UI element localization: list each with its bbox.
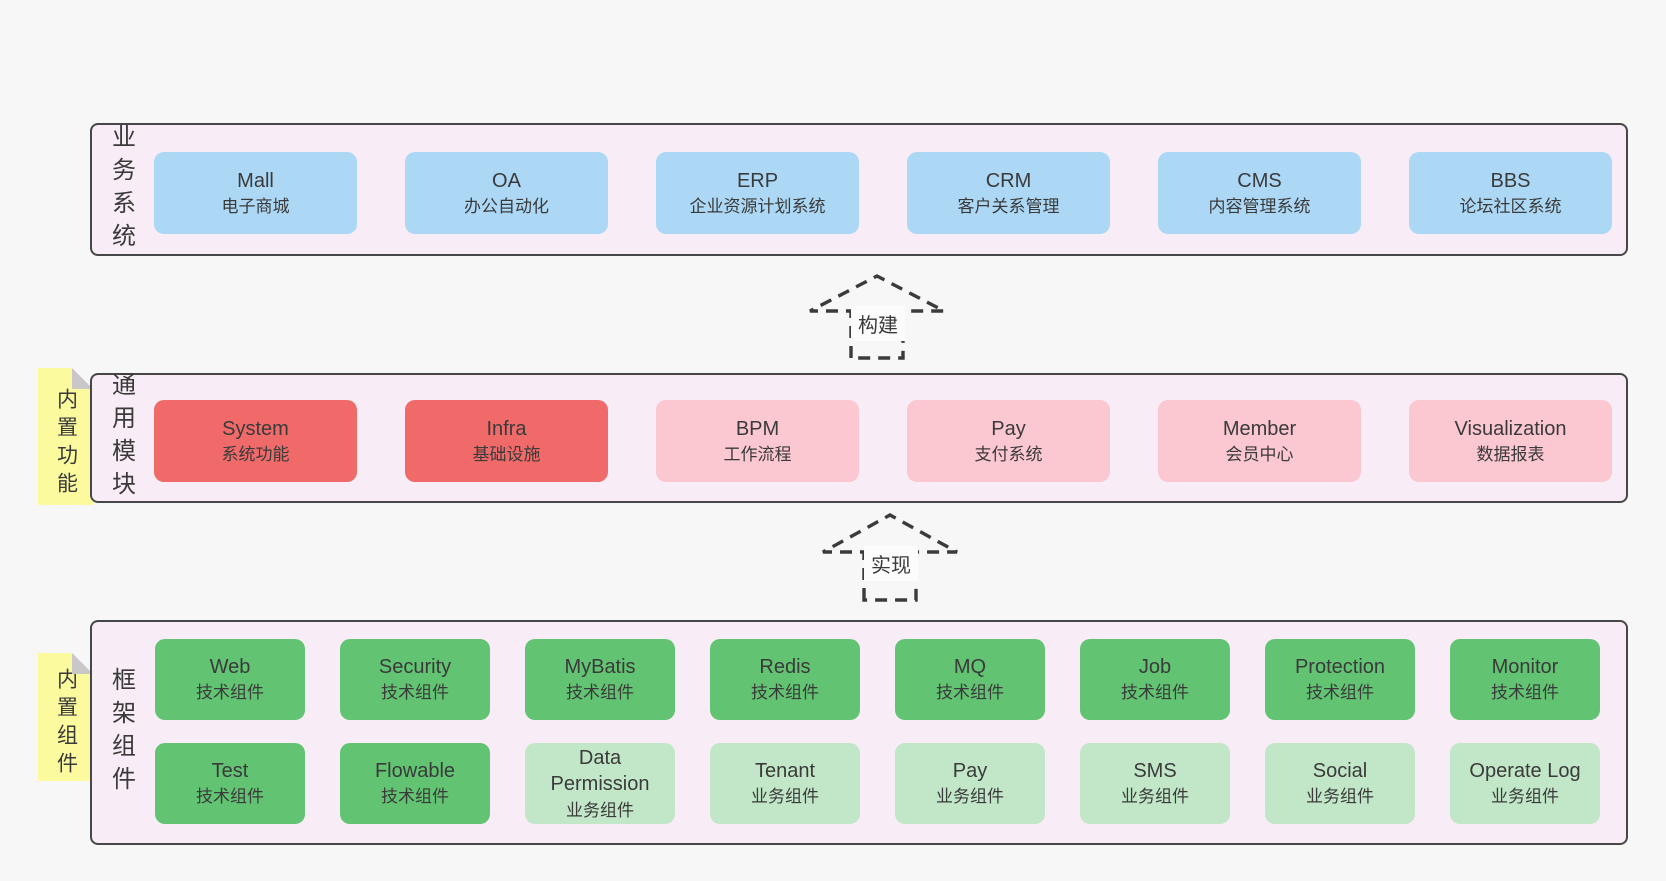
box-data-permission: Data Permission 业务组件: [525, 743, 675, 824]
box-protection: Protection 技术组件: [1265, 639, 1415, 720]
layer-framework-components: 框架组件 Web 技术组件 Security 技术组件 MyBatis 技术组件…: [90, 620, 1628, 845]
box-visualization: Visualization 数据报表: [1409, 400, 1612, 482]
box-social: Social 业务组件: [1265, 743, 1415, 824]
box-erp: ERP 企业资源计划系统: [656, 152, 859, 234]
layer-label-common-modules: 通用模块: [107, 372, 135, 504]
layer-label-business-systems: 业务系统: [107, 123, 135, 256]
layer-business-systems: 业务系统 Mall 电子商城 OA 办公自动化 ERP 企业资源计划系统 CRM…: [90, 123, 1628, 256]
sticky-note-builtin-components: 内置组件: [38, 653, 93, 781]
box-tenant: Tenant 业务组件: [710, 743, 860, 824]
build-arrow-icon: [809, 274, 945, 360]
sticky-note-builtin-functions: 内置功能: [38, 368, 93, 505]
sticky-note-text: 内置功能: [54, 387, 78, 500]
arrow-label-build: 构建: [851, 306, 905, 341]
box-redis: Redis 技术组件: [710, 639, 860, 720]
box-bpm: BPM 工作流程: [656, 400, 859, 482]
box-security: Security 技术组件: [340, 639, 490, 720]
box-pay-system: Pay 支付系统: [907, 400, 1110, 482]
box-member: Member 会员中心: [1158, 400, 1361, 482]
box-pay-component: Pay 业务组件: [895, 743, 1045, 824]
layer-common-modules: 通用模块 System 系统功能 Infra 基础设施 BPM 工作流程 Pay…: [90, 372, 1628, 504]
arrow-label-implement: 实现: [864, 546, 918, 581]
box-oa: OA 办公自动化: [405, 152, 608, 234]
box-operate-log: Operate Log 业务组件: [1450, 743, 1600, 824]
box-mall: Mall 电子商城: [154, 152, 357, 234]
box-infra: Infra 基础设施: [405, 400, 608, 482]
box-monitor: Monitor 技术组件: [1450, 639, 1600, 720]
box-sms: SMS 业务组件: [1080, 743, 1230, 824]
box-flowable: Flowable 技术组件: [340, 743, 490, 824]
box-test: Test 技术组件: [155, 743, 305, 824]
box-bbs: BBS 论坛社区系统: [1409, 152, 1612, 234]
box-mybatis: MyBatis 技术组件: [525, 639, 675, 720]
box-job: Job 技术组件: [1080, 639, 1230, 720]
box-system: System 系统功能: [154, 400, 357, 482]
layer-label-framework-components: 框架组件: [107, 666, 135, 799]
box-web: Web 技术组件: [155, 639, 305, 720]
implement-arrow-icon: [822, 513, 958, 602]
box-mq: MQ 技术组件: [895, 639, 1045, 720]
box-cms: CMS 内容管理系统: [1158, 152, 1361, 234]
sticky-note-text: 内置组件: [54, 668, 78, 780]
box-crm: CRM 客户关系管理: [907, 152, 1110, 234]
